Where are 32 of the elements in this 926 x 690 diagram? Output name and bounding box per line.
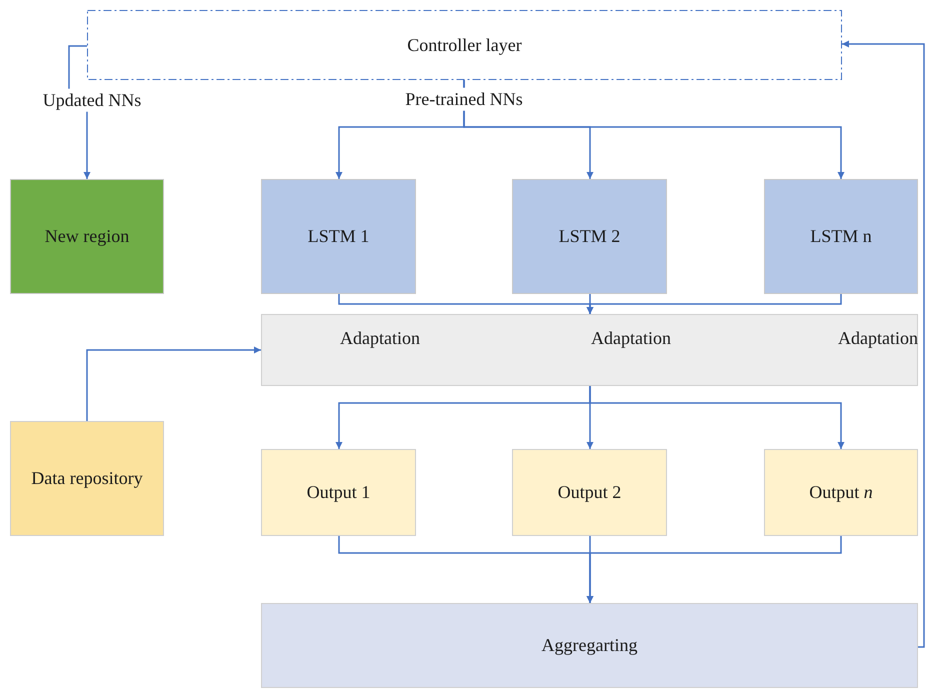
node-label: Output 2 <box>558 481 622 504</box>
lstm-box <box>512 179 667 294</box>
node-label: LSTM 1 <box>308 225 370 248</box>
node-label: Output 1 <box>306 481 370 504</box>
node-label: Data repository <box>31 467 143 490</box>
aggregation-box <box>261 603 918 688</box>
adaptation-label: Adaptation <box>591 327 671 350</box>
arrow <box>589 386 844 449</box>
adaptation-panel <box>261 314 918 386</box>
node-label: New region <box>44 225 130 248</box>
node-label: Output n <box>809 481 873 504</box>
repository-box <box>10 421 164 536</box>
output-box <box>764 449 918 536</box>
output-box <box>261 449 416 536</box>
node-label: LSTM n <box>810 225 872 248</box>
arrow <box>86 346 261 421</box>
arrow <box>463 80 844 179</box>
arrow <box>586 536 842 603</box>
edge-label: Updated NNs <box>40 88 144 112</box>
arrow <box>586 294 842 314</box>
adaptation-label: Adaptation <box>340 327 420 350</box>
lstm-box <box>764 179 918 294</box>
node-label: Aggregarting <box>542 634 638 657</box>
node-label: Controller layer <box>407 34 522 57</box>
edge-label: Pre-trained NNs <box>403 88 525 110</box>
arrow <box>842 40 925 648</box>
region-box <box>10 179 164 294</box>
output-box <box>512 449 667 536</box>
controller-box <box>87 10 842 80</box>
node-label: LSTM 2 <box>558 225 620 248</box>
lstm-box <box>261 179 416 294</box>
adaptation-label: Adaptation <box>838 327 918 350</box>
